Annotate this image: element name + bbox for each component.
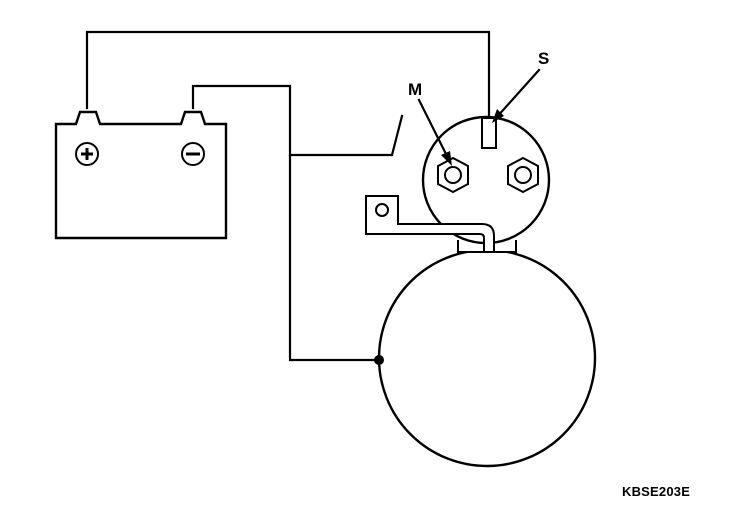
wire-negative-branch [288,114,404,157]
battery [54,110,228,240]
starter-motor-body [377,248,597,468]
s-terminal-tab [481,117,497,149]
figure-code: KBSE203E [622,484,691,499]
plus-icon [75,142,99,166]
m-arrowhead [441,151,452,166]
s-leader-line [494,68,541,120]
s-label: S [538,49,549,68]
ground-junction-dot [374,355,384,365]
b-terminal-nut [507,156,539,194]
s-arrowhead [492,109,504,123]
minus-icon [181,142,205,166]
wire-battery-negative-to-motor [191,84,380,362]
m-leader-line [417,98,451,162]
m-label: M [408,80,422,99]
terminal-strap [365,195,495,253]
m-terminal-nut [437,156,469,194]
wire-battery-positive-to-s [85,30,491,120]
